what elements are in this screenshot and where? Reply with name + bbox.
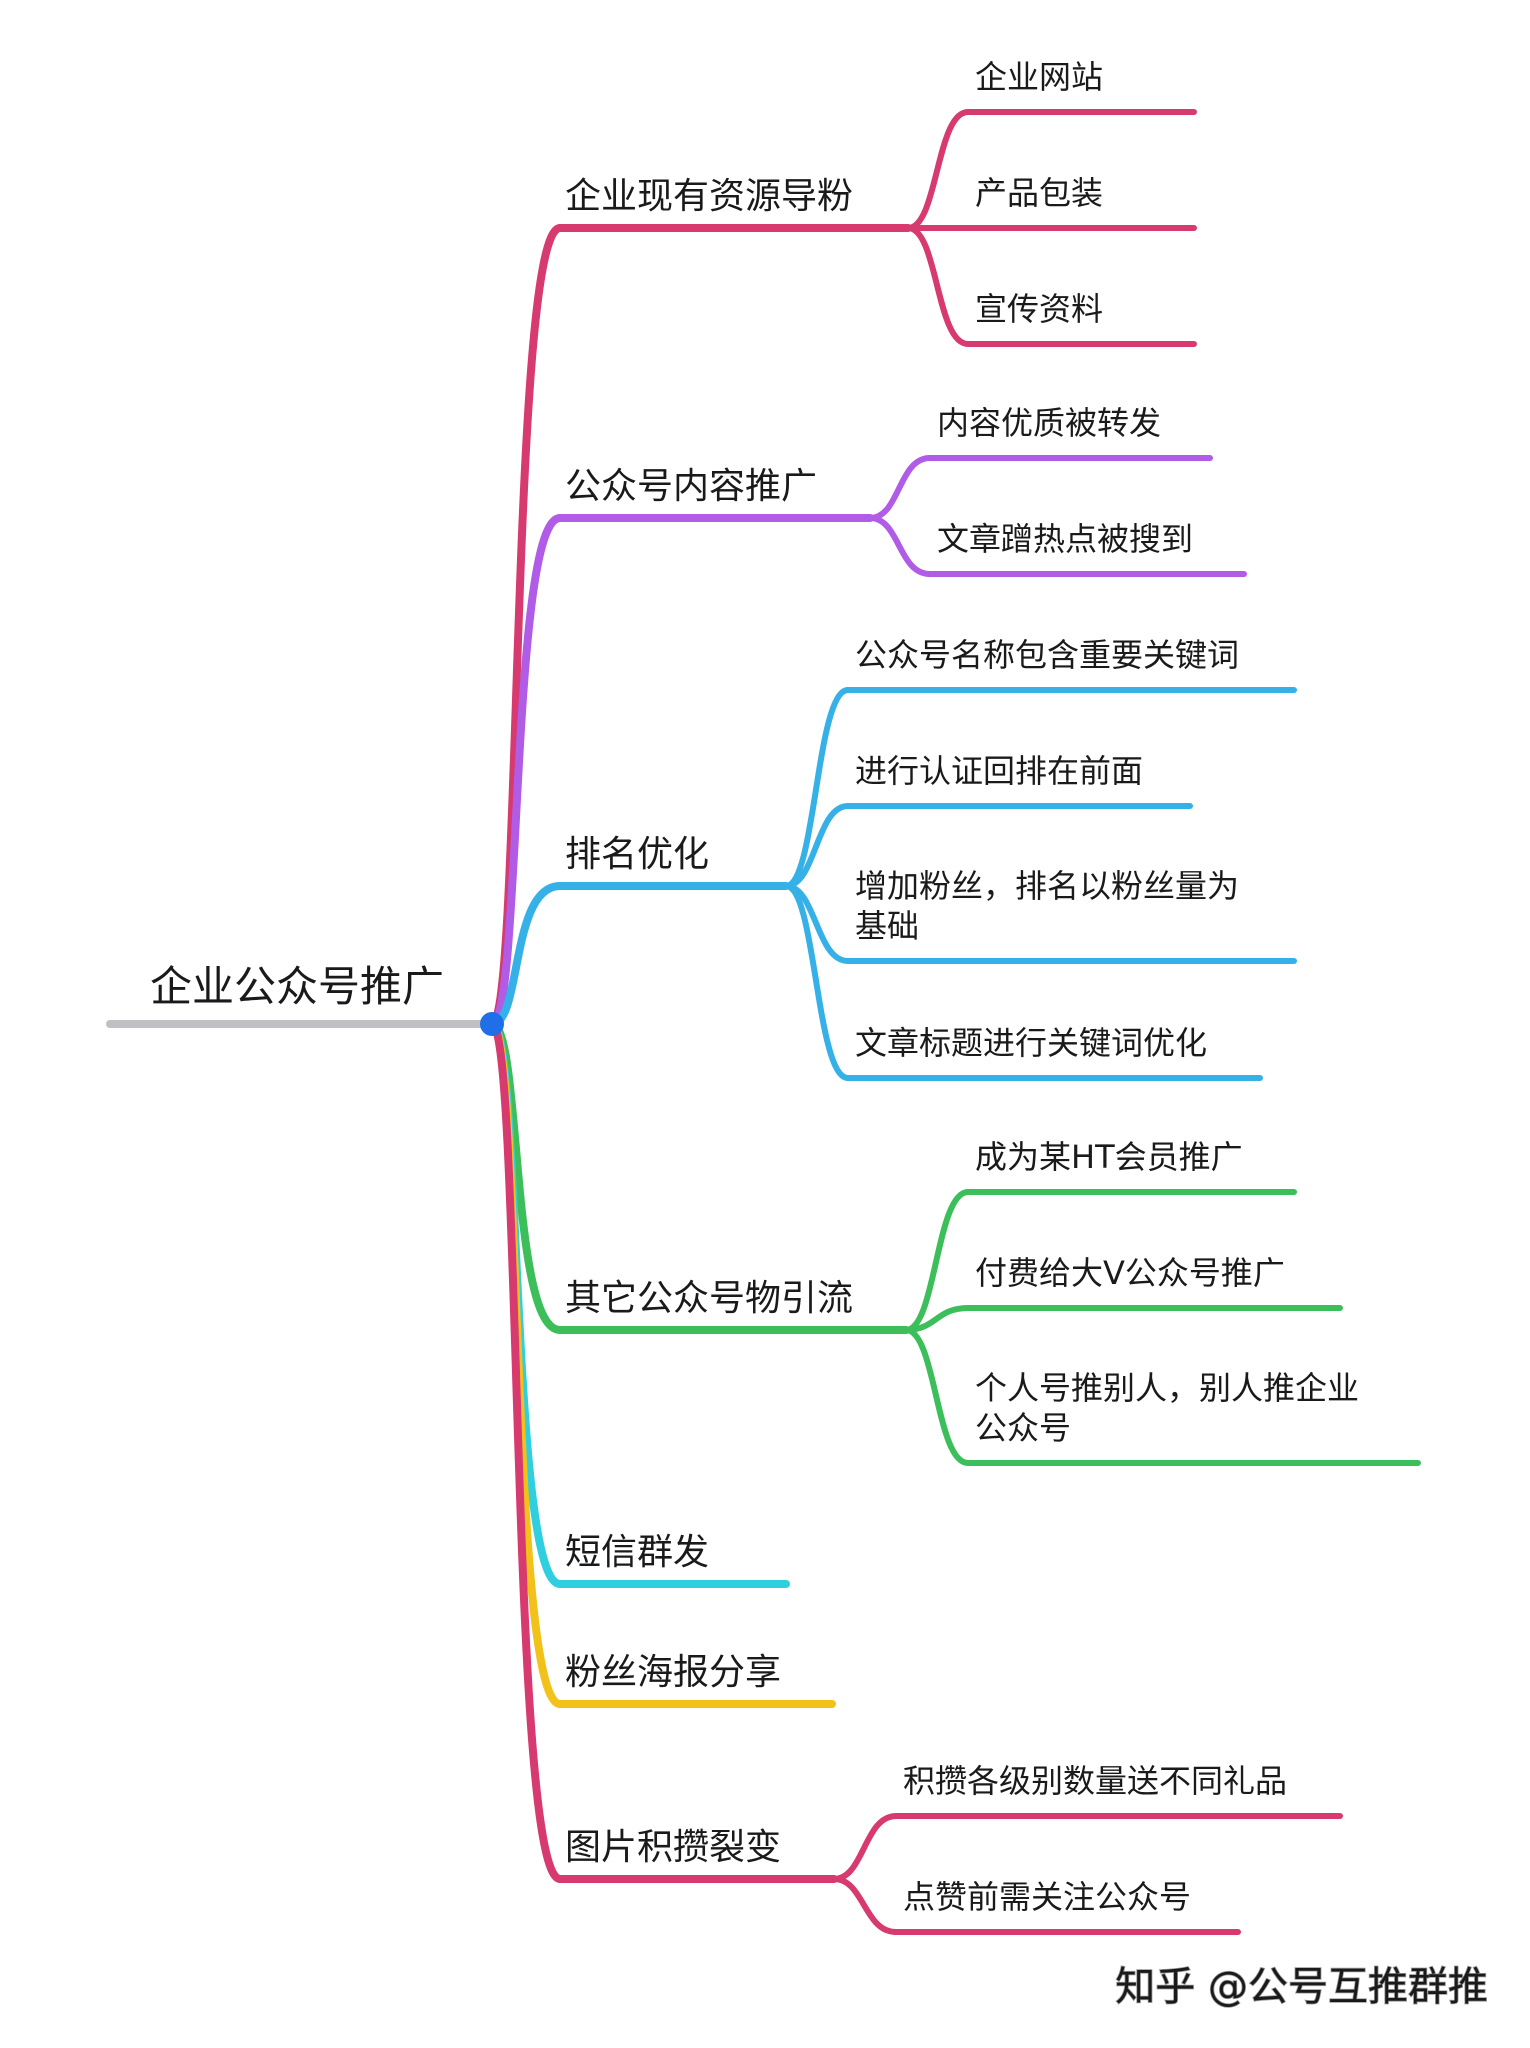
branch-label: 企业现有资源导粉 [565,176,853,217]
leaf-connector [905,225,971,347]
leaf-label: 个人号推别人，别人推企业 [975,1369,1359,1407]
leaf-connector [831,1876,899,1935]
leaf-label: 文章标题进行关键词优化 [855,1024,1207,1062]
branch-topics: 企业现有资源导粉公众号内容推广排名优化其它公众号物引流短信群发粉丝海报分享图片积… [556,176,912,1883]
leaf-label: 宣传资料 [975,290,1103,328]
leaf-label: 成为某HT会员推广 [975,1138,1243,1176]
branch-label: 图片积攒裂变 [565,1827,781,1868]
leaf-connector [903,1189,971,1333]
leaf-label: 点赞前需关注公众号 [903,1878,1191,1916]
branch-label: 公众号内容推广 [565,466,817,507]
leaf-connector [831,1813,899,1882]
branch-connector [488,514,564,1028]
leaf-connector [867,455,933,521]
leaf-label: 积攒各级别数量送不同礼品 [903,1762,1287,1800]
root-node-dot [480,1012,504,1036]
leaf-label: 公众号 [975,1409,1071,1447]
leaf-label: 企业网站 [975,58,1103,96]
root-label: 企业公众号推广 [150,962,444,1011]
watermark: 知乎 @公号互推群推 [1115,1964,1488,2010]
leaf-label: 增加粉丝，排名以粉丝量为 [855,867,1239,905]
leaf-label: 基础 [855,907,919,945]
branch-label: 短信群发 [565,1532,709,1573]
leaf-label: 产品包装 [975,174,1103,212]
branch-label: 其它公众号物引流 [565,1278,853,1319]
leaf-connector [783,803,851,889]
root-topic: 企业公众号推广 [106,962,504,1036]
branch-label: 排名优化 [565,834,709,875]
mind-map-connectors [488,109,971,1935]
leaf-connector [783,883,851,1081]
branch-connector [488,1020,564,1883]
leaf-label: 付费给大V公众号推广 [975,1254,1285,1292]
leaf-connector [905,109,971,231]
leaf-connector [783,687,851,889]
leaf-label: 文章蹭热点被搜到 [937,520,1193,558]
leaf-label: 内容优质被转发 [937,404,1161,442]
leaf-label: 公众号名称包含重要关键词 [855,636,1239,674]
leaf-connector [903,1327,971,1466]
branch-label: 粉丝海报分享 [565,1652,781,1693]
leaf-connector [903,1305,971,1333]
subtopics: 企业网站产品包装宣传资料内容优质被转发文章蹭热点被搜到公众号名称包含重要关键词进… [845,58,1421,1935]
leaf-label: 进行认证回排在前面 [855,752,1143,790]
leaf-connector [867,515,933,577]
